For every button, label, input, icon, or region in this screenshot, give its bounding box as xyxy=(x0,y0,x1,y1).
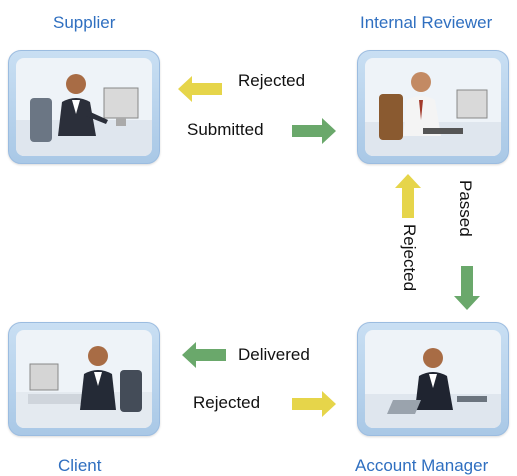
arrow-left-icon xyxy=(182,342,226,368)
arrow-left-icon xyxy=(178,76,222,102)
person-at-computer-icon xyxy=(365,58,501,156)
flow-rejected-to-manager: Rejected xyxy=(193,393,261,412)
arrow-right-icon xyxy=(292,118,336,144)
client-title: Client xyxy=(58,456,102,475)
flow-passed-to-manager: Passed xyxy=(456,180,475,237)
supplier-card xyxy=(8,50,160,164)
flow-submitted-to-reviewer: Submitted xyxy=(187,120,264,139)
arrow-right-icon xyxy=(292,391,336,417)
person-at-computer-icon xyxy=(16,58,152,156)
internal-reviewer-title: Internal Reviewer xyxy=(360,13,493,32)
flow-delivered-to-client: Delivered xyxy=(238,345,310,364)
supplier-title: Supplier xyxy=(53,13,116,32)
account-manager-card xyxy=(357,322,509,436)
person-at-computer-icon xyxy=(365,330,501,428)
client-card xyxy=(8,322,160,436)
person-at-computer-icon xyxy=(16,330,152,428)
arrow-up-icon xyxy=(395,174,421,218)
flow-rejected-to-supplier: Rejected xyxy=(238,71,306,90)
arrow-down-icon xyxy=(454,266,480,310)
account-manager-title: Account Manager xyxy=(355,456,489,475)
internal-reviewer-card xyxy=(357,50,509,164)
flow-rejected-to-reviewer: Rejected xyxy=(400,224,419,292)
